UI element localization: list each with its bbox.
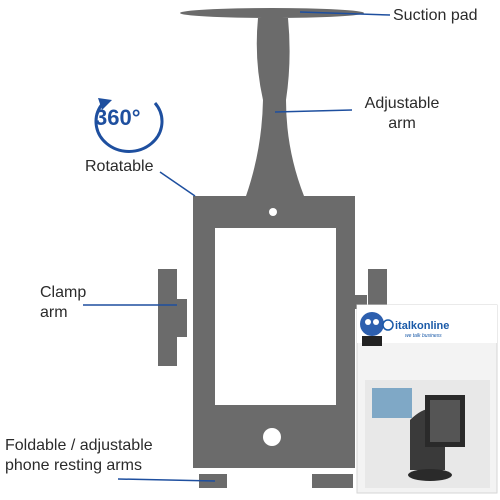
arm-callout-line [274, 109, 353, 113]
fold-callout-line [117, 478, 216, 482]
right-clamp-arm [368, 269, 387, 309]
suction-pad-text: Suction pad [393, 7, 478, 24]
suction-callout-line [299, 11, 391, 16]
left-clamp-connector [177, 299, 187, 337]
rotation-360-badge: 360° [95, 105, 141, 130]
adjustable-arm [246, 18, 304, 196]
suction-pad-label: Suction pad [393, 6, 478, 26]
rotatable-label: Rotatable [85, 157, 154, 177]
cradle-window [215, 228, 336, 405]
adjustable-arm-label: Adjustable arm [356, 94, 448, 134]
rotatable-text: Rotatable [85, 158, 154, 175]
left-clamp-arm [158, 269, 177, 366]
adjustable-arm-text-1: Adjustable [364, 95, 440, 112]
mascot-head [360, 312, 384, 336]
adjustable-arm-text-2: arm [388, 115, 416, 132]
foldable-text-1: Foldable / adjustable [5, 437, 153, 454]
clamp-arm-text-2: arm [40, 304, 68, 321]
product-box [356, 304, 498, 494]
rotation-arrowhead [98, 98, 112, 110]
rotatable-callout-line [159, 171, 196, 197]
pivot-hole [269, 208, 277, 216]
foldable-text-2: phone resting arms [5, 457, 142, 474]
clamp-arm-label: Clamp arm [40, 283, 86, 323]
right-resting-arm [312, 474, 353, 488]
brand-logo-text: italkonline [395, 320, 450, 332]
suction-pad [180, 8, 364, 18]
clamp-arm-text-1: Clamp [40, 284, 87, 301]
brand-tagline: we talk business [405, 333, 442, 339]
home-button-hole [263, 428, 281, 446]
rotation-arc [94, 102, 164, 153]
info-icon [382, 319, 394, 331]
foldable-arms-label: Foldable / adjustable phone resting arms [5, 436, 153, 476]
